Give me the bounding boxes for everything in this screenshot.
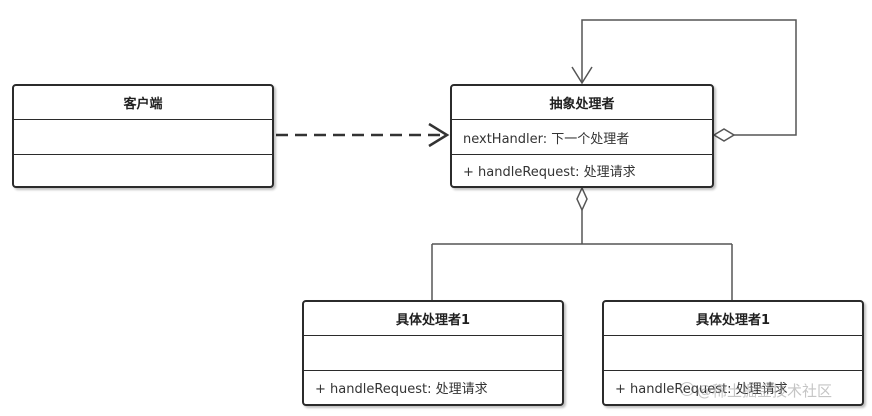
- watermark: @稀土掘金技术社区: [697, 382, 833, 400]
- attributes-compartment: [304, 335, 562, 370]
- attribute-next-handler: nextHandler: 下一个处理者: [452, 119, 712, 154]
- class-name: 抽象处理者: [549, 97, 615, 112]
- class-name: 客户端: [123, 97, 163, 112]
- operation-handle-request: + handleRequest: 处理请求: [604, 370, 862, 404]
- class-concrete-handler-left[interactable]: 具体处理者1 + handleRequest: 处理请求: [302, 300, 564, 406]
- operation-handle-request: + handleRequest: 处理请求: [452, 154, 712, 186]
- class-concrete-handler-right[interactable]: 具体处理者1 + handleRequest: 处理请求: [602, 300, 864, 406]
- attributes-compartment: [14, 119, 272, 154]
- class-name: 具体处理者1: [695, 313, 771, 328]
- self-aggregation-next-handler: [571, 19, 797, 142]
- operation-handle-request: + handleRequest: 处理请求: [304, 370, 562, 404]
- inheritance-aggregation-tree: [431, 186, 733, 300]
- attributes-compartment: [604, 335, 862, 370]
- watermark-logo-icon: [680, 382, 694, 396]
- operations-compartment: [14, 154, 272, 186]
- class-name: 具体处理者1: [395, 313, 471, 328]
- class-client[interactable]: 客户端: [12, 84, 274, 188]
- class-abstract-handler[interactable]: 抽象处理者 nextHandler: 下一个处理者 + handleReques…: [450, 84, 714, 188]
- dependency-client-to-handler: [276, 122, 450, 148]
